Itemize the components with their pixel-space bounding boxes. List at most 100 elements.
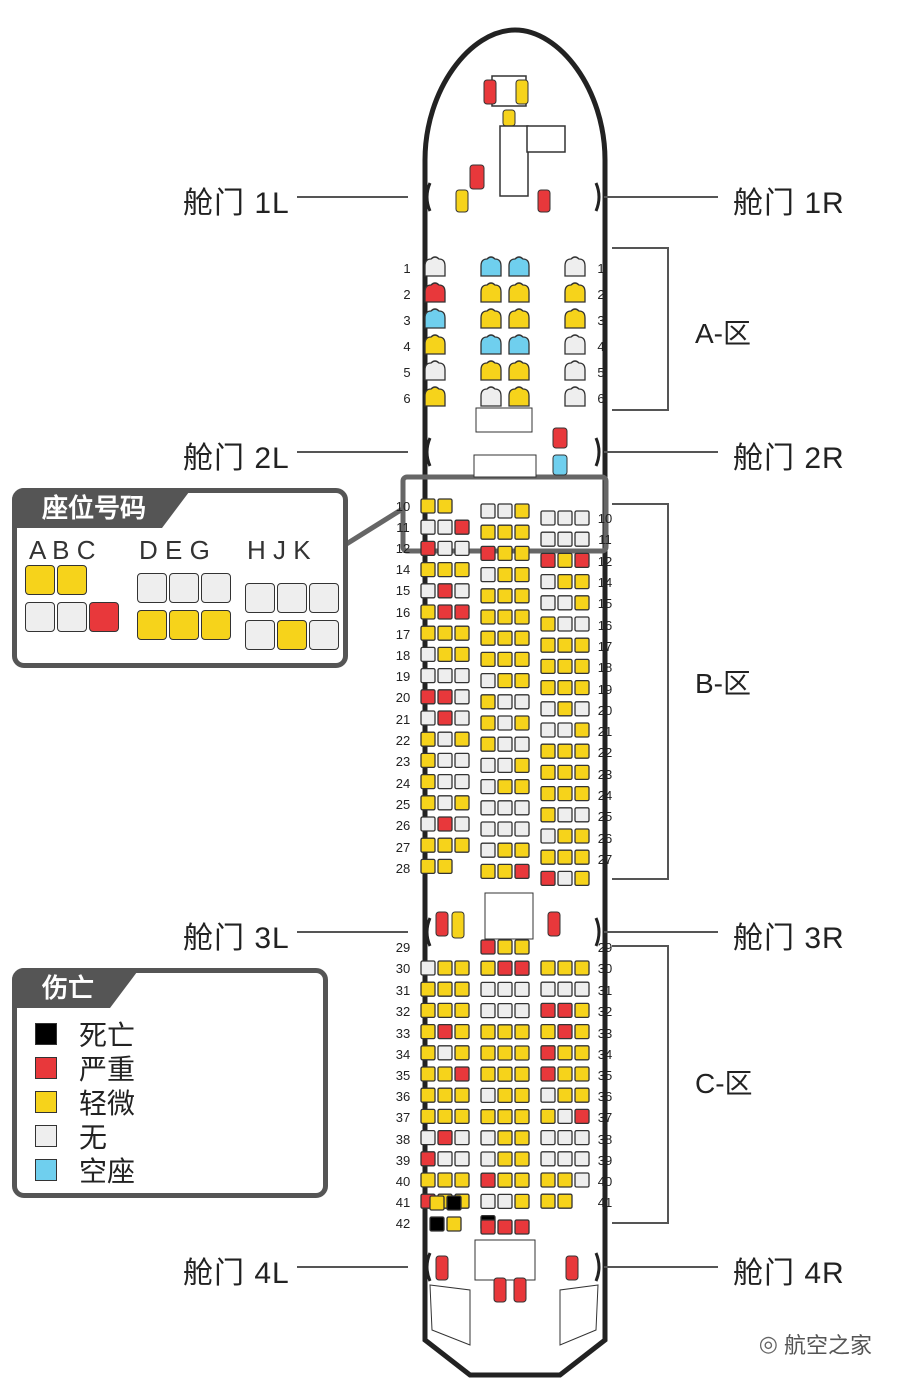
row-number-left: 4 bbox=[403, 339, 410, 354]
row-number-right: 35 bbox=[598, 1068, 612, 1083]
seat-right bbox=[557, 658, 573, 675]
seat-left bbox=[454, 1172, 470, 1188]
key-seat bbox=[277, 620, 307, 650]
seat-right bbox=[540, 1151, 556, 1167]
seat-center bbox=[497, 939, 513, 955]
legend-swatch bbox=[35, 1057, 57, 1079]
seat-left bbox=[437, 667, 453, 684]
seat-right bbox=[557, 849, 573, 865]
crew-seat-icon bbox=[552, 454, 568, 476]
seat-center bbox=[497, 1108, 513, 1125]
seat-center bbox=[480, 609, 496, 625]
crew-seat-icon bbox=[547, 911, 561, 937]
zone-c-label: C-区 bbox=[695, 1068, 753, 1099]
seat-left bbox=[454, 604, 470, 620]
legend-swatch bbox=[35, 1159, 57, 1181]
crew-seat-icon bbox=[455, 189, 469, 213]
front-seat-left bbox=[424, 256, 446, 277]
front-seat-right bbox=[564, 308, 586, 329]
seat-center bbox=[497, 524, 513, 540]
watermark: ◎ 航空之家 bbox=[758, 1331, 872, 1358]
legend-item-none: 无 bbox=[35, 1121, 107, 1153]
row-number-left: 40 bbox=[396, 1174, 410, 1189]
seat-center bbox=[514, 1045, 530, 1061]
seat-left bbox=[420, 498, 436, 514]
seat-center bbox=[480, 1024, 496, 1040]
front-seat-center bbox=[480, 308, 502, 329]
door-2r-label: 舱门 2R bbox=[733, 442, 845, 475]
row-number-left: 39 bbox=[396, 1153, 410, 1168]
crew-seat-icon bbox=[451, 911, 465, 939]
seat-right bbox=[540, 807, 556, 823]
seat-left bbox=[420, 519, 436, 535]
seat-center bbox=[514, 609, 530, 625]
seat-center bbox=[480, 566, 496, 583]
crew-seat-icon bbox=[552, 427, 568, 449]
seat-center bbox=[497, 694, 513, 710]
seat-center bbox=[514, 960, 530, 976]
key-seat bbox=[277, 583, 307, 613]
seat-center bbox=[514, 800, 530, 816]
row-number-right: 32 bbox=[598, 1004, 612, 1019]
seat-left bbox=[454, 960, 470, 976]
legend-swatch bbox=[35, 1125, 57, 1147]
seat-right bbox=[540, 960, 556, 976]
seat-center bbox=[497, 1045, 513, 1061]
seat-right bbox=[574, 722, 590, 738]
seat-right bbox=[557, 1045, 573, 1061]
row-number-left: 6 bbox=[403, 391, 410, 406]
seat-left bbox=[437, 981, 453, 997]
row-number-right: 26 bbox=[598, 831, 612, 846]
row-number-left: 34 bbox=[396, 1047, 410, 1062]
row-number-right: 31 bbox=[598, 983, 612, 998]
row-number-right: 25 bbox=[598, 809, 612, 824]
row-number-left: 5 bbox=[403, 365, 410, 380]
seat-right bbox=[574, 1108, 590, 1125]
seat-center bbox=[480, 842, 496, 858]
seat-center bbox=[514, 545, 530, 562]
seat-center bbox=[514, 503, 530, 519]
seat-center bbox=[514, 778, 530, 795]
galley-unit bbox=[484, 892, 534, 940]
key-seat bbox=[137, 610, 167, 640]
seat-left bbox=[437, 540, 453, 557]
seat-left bbox=[437, 689, 453, 705]
key-seat bbox=[57, 602, 87, 632]
seat-right bbox=[574, 573, 590, 590]
seat-right bbox=[540, 1066, 556, 1082]
seat-left bbox=[420, 1087, 436, 1103]
seat-left bbox=[454, 773, 470, 790]
front-seat-left bbox=[424, 308, 446, 329]
seat-right bbox=[574, 785, 590, 802]
cockpit-seat-icon bbox=[483, 79, 497, 105]
seat-center bbox=[514, 1219, 530, 1235]
seat-left bbox=[420, 1023, 436, 1040]
key-seat bbox=[89, 602, 119, 632]
front-seat-right bbox=[564, 282, 586, 303]
seat-center bbox=[514, 694, 530, 710]
seat-center bbox=[497, 1066, 513, 1082]
seat-left bbox=[437, 1087, 453, 1103]
seat-left bbox=[454, 710, 470, 726]
seat-right bbox=[574, 743, 590, 759]
row-number-left: 1 bbox=[403, 261, 410, 276]
seat-right bbox=[540, 658, 556, 675]
seat-right bbox=[540, 743, 556, 759]
front-seat-right bbox=[564, 360, 586, 381]
row-number-left: 24 bbox=[396, 776, 410, 791]
seat-left bbox=[454, 795, 470, 811]
door-2r-icon bbox=[594, 437, 601, 467]
seat-left bbox=[420, 604, 436, 620]
row-number-right: 16 bbox=[598, 618, 612, 633]
seat-right bbox=[557, 1108, 573, 1125]
casualty-legend: 伤亡 死亡 严重 轻微 无 空座 bbox=[12, 968, 328, 1198]
seat-right bbox=[574, 960, 590, 976]
seat-left bbox=[446, 1216, 462, 1232]
seat-center bbox=[480, 503, 496, 519]
seat-center bbox=[497, 672, 513, 689]
seat-key-title: 座位号码 bbox=[12, 488, 193, 528]
row-number-right: 30 bbox=[598, 961, 612, 976]
row-number-left: 18 bbox=[396, 648, 410, 663]
seat-left bbox=[454, 689, 470, 705]
